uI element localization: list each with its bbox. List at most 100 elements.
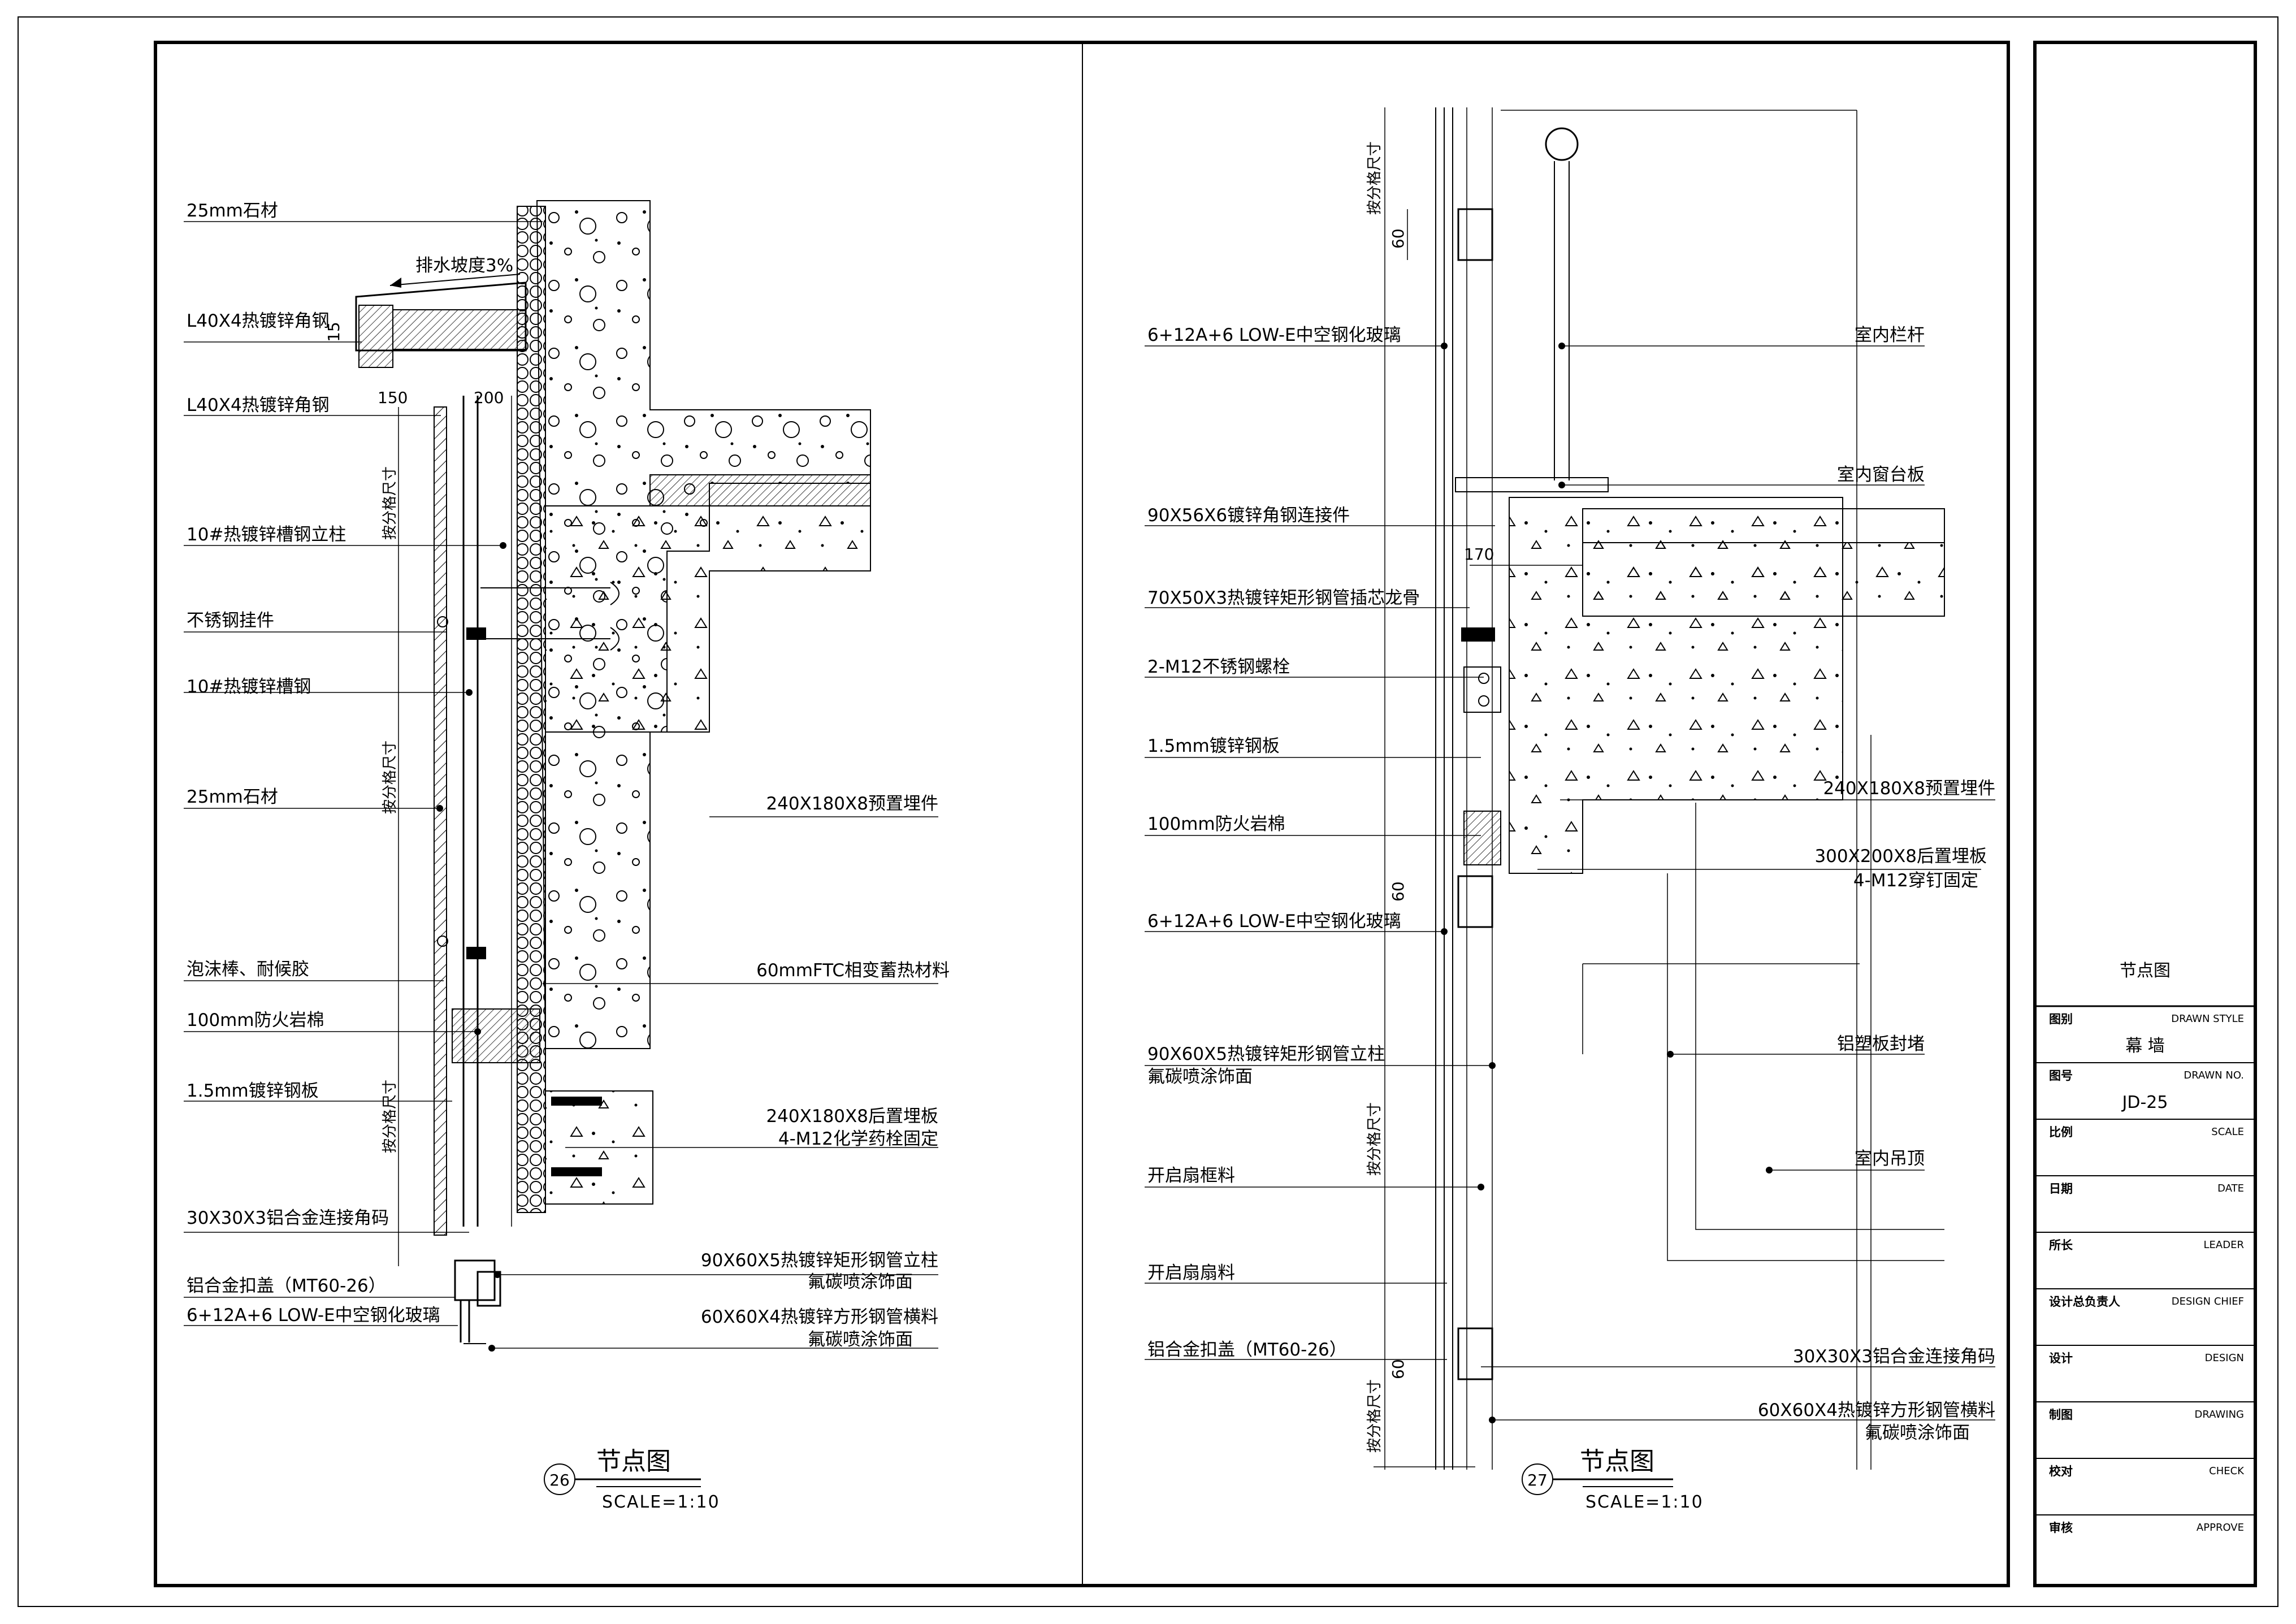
tb-row-4-cn: 所长 (2049, 1238, 2073, 1252)
tb-row-9-cn: 审核 (2049, 1521, 2073, 1535)
callout-26-r1: 60mmFTC相变蓄热材料 (756, 960, 950, 981)
callout-27-r4: 4-M12穿钉固定 (1853, 871, 1978, 891)
floor-finish-26 (649, 474, 871, 506)
callout-26-l7: 泡沫棒、耐候胶 (187, 959, 309, 980)
callout-27-l8: 氟碳喷涂饰面 (1147, 1067, 1253, 1087)
title-block: 节点图 图别 DRAWN STYLE 幕 墙 图号 DRAWN NO. JD-2… (2035, 961, 2255, 1535)
detail-number-26: 26 (549, 1471, 570, 1489)
callout-27-r7: 30X30X3铝合金连接角码 (1793, 1346, 1995, 1367)
tb-row-5-en: DESIGN CHIEF (2172, 1296, 2244, 1307)
callout-27-r9: 氟碳喷涂饰面 (1865, 1423, 1970, 1443)
callout-26-l6: 25mm石材 (187, 787, 278, 807)
dim-60-27-a: 60 (1389, 228, 1407, 249)
detail-title-27: 节点图 (1580, 1447, 1654, 1476)
callout-26-l12: 6+12A+6 LOW-E中空钢化玻璃 (187, 1305, 440, 1326)
grid-dim-26-b: 按分格尺寸 (382, 740, 398, 814)
dim-15-26: 15 (324, 322, 343, 342)
detail-number-27: 27 (1527, 1471, 1548, 1489)
detail-scale-26: SCALE=1:10 (602, 1492, 720, 1512)
slope-annotation-26: 排水坡度3% (415, 255, 513, 276)
callout-26-l10: 30X30X3铝合金连接角码 (187, 1208, 389, 1228)
callout-27-r0: 室内栏杆 (1855, 325, 1925, 345)
dim-60-27-c: 60 (1389, 1359, 1407, 1379)
dim-60-27-b: 60 (1389, 881, 1407, 902)
handrail-27 (1545, 127, 1579, 161)
tb-row-8-en: CHECK (2209, 1465, 2245, 1477)
tb-row-4-en: LEADER (2204, 1239, 2244, 1251)
callout-27-r2: 240X180X8预置埋件 (1823, 778, 1995, 799)
anchor-bolt-26b (551, 1167, 602, 1176)
callout-27-l6: 6+12A+6 LOW-E中空钢化玻璃 (1147, 911, 1401, 932)
callout-26-r5: 氟碳喷涂饰面 (808, 1272, 913, 1292)
tb-row-2-cn: 比例 (2049, 1125, 2073, 1139)
callout-27-l1: 90X56X6镀锌角钢连接件 (1147, 505, 1350, 526)
dim-200-26: 200 (474, 388, 504, 407)
tb-row-9-en: APPROVE (2197, 1522, 2244, 1534)
callout-26-l3: 10#热镀锌槽钢立柱 (187, 525, 346, 545)
tb-row-8-cn: 校对 (2049, 1465, 2073, 1478)
anchor-bolt-26 (551, 1097, 602, 1106)
callout-27-r3: 300X200X8后置埋板 (1814, 846, 1987, 867)
callout-26-r0: 240X180X8预置埋件 (766, 794, 938, 814)
callout-27-l4: 1.5mm镀锌钢板 (1147, 736, 1280, 756)
callout-27-r1: 室内窗台板 (1837, 465, 1925, 485)
callout-27-r8: 60X60X4热镀锌方形钢管横料 (1758, 1400, 1995, 1421)
detail-27: 6+12A+6 LOW-E中空钢化玻璃 90X56X6镀锌角钢连接件 70X50… (1145, 107, 1995, 1512)
tb-row-1-cn: 图号 (2049, 1069, 2073, 1082)
callout-26-r7: 氟碳喷涂饰面 (808, 1329, 913, 1350)
detail-title-26: 节点图 (596, 1447, 671, 1476)
tb-row-6-en: DESIGN (2205, 1352, 2244, 1364)
tb-row-3-en: DATE (2217, 1183, 2244, 1194)
detail-26: 25mm石材 L40X4热镀锌角钢 L40X4热镀锌角钢 10#热镀锌槽钢立柱 … (184, 200, 950, 1512)
tb-row-1-en: DRAWN NO. (2184, 1069, 2244, 1081)
grid-dim-27-b: 按分格尺寸 (1366, 1102, 1383, 1176)
dim-150-26: 150 (378, 388, 408, 407)
tb-row-0-en: DRAWN STYLE (2171, 1013, 2244, 1025)
grid-dim-26-c: 按分格尺寸 (382, 1080, 398, 1153)
detail-scale-27: SCALE=1:10 (1585, 1492, 1704, 1512)
callout-26-r2: 240X180X8后置埋板 (766, 1106, 938, 1127)
coping-stone-26 (392, 309, 526, 350)
callout-27-l5: 100mm防火岩棉 (1147, 814, 1285, 834)
callout-27-l3: 2-M12不锈钢螺栓 (1147, 657, 1290, 677)
callout-27-r6: 室内吊顶 (1855, 1149, 1925, 1169)
grid-dim-27-c: 按分格尺寸 (1366, 1379, 1383, 1453)
tb-row-6-cn: 设计 (2049, 1352, 2073, 1365)
tb-row-2-en: SCALE (2211, 1126, 2244, 1138)
tb-row-0-value: 幕 墙 (2125, 1036, 2165, 1056)
slab-extension-27 (1582, 542, 1945, 617)
grid-dim-26-a: 按分格尺寸 (382, 466, 398, 540)
callout-26-l9: 1.5mm镀锌钢板 (187, 1081, 319, 1101)
callout-26-l8: 100mm防火岩棉 (187, 1010, 324, 1030)
dim-170-27: 170 (1464, 545, 1494, 564)
callout-27-l0: 6+12A+6 LOW-E中空钢化玻璃 (1147, 325, 1401, 345)
callout-26-r4: 90X60X5热镀锌矩形钢管立柱 (701, 1250, 938, 1271)
rock-wool-26 (452, 1008, 540, 1063)
tb-row-5-cn: 设计总负责人 (2049, 1295, 2120, 1309)
callout-27-l7: 90X60X5热镀锌矩形钢管立柱 (1147, 1044, 1385, 1064)
tb-row-1-value: JD-25 (2121, 1093, 2168, 1112)
grid-dim-27-a: 按分格尺寸 (1366, 141, 1383, 215)
title-block-frame (2033, 41, 2257, 1587)
angle-steel-26 (358, 305, 393, 368)
tb-row-0-cn: 图别 (2049, 1012, 2073, 1026)
coping-26 (355, 282, 527, 352)
tb-row-7-cn: 制图 (2049, 1408, 2073, 1422)
callout-26-l1: L40X4热镀锌角钢 (187, 311, 330, 331)
callout-26-l2: L40X4热镀锌角钢 (187, 395, 330, 415)
tb-row-7-en: DRAWING (2195, 1409, 2245, 1421)
callout-26-r6: 60X60X4热镀锌方形钢管横料 (701, 1307, 938, 1327)
stone-cladding-26 (434, 406, 447, 1236)
title-block-drawing-title: 节点图 (2120, 961, 2171, 981)
callout-27-l2: 70X50X3热镀锌矩形钢管插芯龙骨 (1147, 588, 1420, 608)
callout-27-l10: 开启扇扇料 (1147, 1263, 1235, 1283)
callout-26-l5: 10#热镀锌槽钢 (187, 677, 311, 697)
floor-slab-26 (545, 505, 871, 733)
callout-26-l11: 铝合金扣盖（MT60-26） (187, 1276, 386, 1296)
callout-27-r5: 铝塑板封堵 (1837, 1034, 1925, 1054)
tb-row-3-cn: 日期 (2049, 1182, 2073, 1196)
rock-wool-27 (1463, 811, 1501, 865)
callout-26-r3: 4-M12化学药栓固定 (778, 1129, 938, 1149)
callout-27-l11: 铝合金扣盖（MT60-26） (1147, 1340, 1347, 1360)
